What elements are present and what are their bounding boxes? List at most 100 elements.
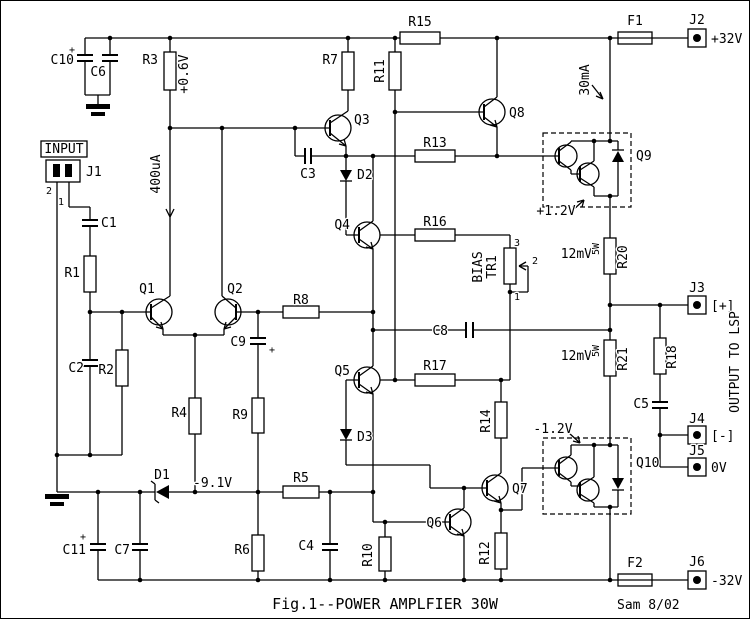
resistor-R15-body xyxy=(399,31,441,45)
trimmer-TR1-label: TR1 xyxy=(485,255,500,278)
capacitor-C1-plates xyxy=(82,219,98,227)
resistor-R5-body xyxy=(282,485,320,499)
connector-J5-label: J5 xyxy=(689,444,705,459)
darlington-Q10-label: Q10 xyxy=(636,456,659,471)
r21-voltage-annotation: 12mV xyxy=(561,349,592,364)
input-network-wires xyxy=(56,182,123,492)
transistor-Q1-body xyxy=(145,298,173,326)
resistor-R20-label: R20 xyxy=(616,245,631,268)
q10-voltage-annotation: -1.2V xyxy=(533,422,572,437)
resistor-R16-label: R16 xyxy=(423,215,446,230)
transistor-Q6-body xyxy=(444,508,472,536)
driver-wires xyxy=(449,467,559,580)
resistor-R17-body xyxy=(414,373,456,387)
capacitor-C6-label: C6 xyxy=(90,65,106,80)
transistor-Q5-label: Q5 xyxy=(334,364,350,379)
ground-symbol-topleft xyxy=(86,104,110,116)
capacitor-plates xyxy=(77,54,668,551)
q9-internal-transistor-1 xyxy=(554,144,578,168)
output-to-lsp-label: OUTPUT TO LSP xyxy=(728,311,743,413)
j1-pin2-label: 2 xyxy=(46,186,52,197)
resistor-R15-label: R15 xyxy=(408,15,431,30)
transistor-base-chords xyxy=(150,104,581,530)
capacitor-C9-label: C9 xyxy=(230,335,246,350)
transistor-Q7-body xyxy=(481,474,509,502)
capacitor-C5-plates xyxy=(652,401,668,409)
r3-current-column xyxy=(150,38,330,309)
resistor-R17-label: R17 xyxy=(423,359,446,374)
q10-internal-diode xyxy=(612,478,624,489)
vas-upper-wires xyxy=(294,38,559,366)
transistor-Q6-label: Q6 xyxy=(426,516,442,531)
fuse-F2-body xyxy=(617,573,653,587)
output-positive-label: [+] xyxy=(711,299,734,314)
trimmer-TR1-body xyxy=(503,247,517,285)
capacitor-C7-plates xyxy=(132,543,148,551)
diode-D2-symbol xyxy=(340,170,352,181)
resistor-R4-label: R4 xyxy=(171,406,187,421)
connector-J1-label: J1 xyxy=(86,165,102,180)
resistor-R8-label: R8 xyxy=(293,293,309,308)
q10-internal-transistor-2 xyxy=(576,478,600,502)
decoupling-topleft-wires xyxy=(84,38,111,104)
capacitor-C10-label: C10 xyxy=(51,53,74,68)
capacitor-C6-plates xyxy=(102,54,118,62)
resistor-R6-body xyxy=(251,534,265,572)
transistor-bodies xyxy=(145,98,600,536)
diode-D2-label: D2 xyxy=(357,168,373,183)
resistor-R2-body xyxy=(115,349,129,387)
capacitor-C3-label: C3 xyxy=(300,167,316,182)
capacitor-C5-label: C5 xyxy=(633,397,649,412)
tr1-pin3-label: 3 xyxy=(514,238,520,249)
zener-D1-cathode-bar xyxy=(150,480,160,504)
darlington-Q10-box xyxy=(542,437,632,515)
capacitor-C4-label: C4 xyxy=(298,539,314,554)
resistor-R2-label: R2 xyxy=(98,363,114,378)
diode-D3-label: D3 xyxy=(357,430,373,445)
capacitor-C11-plates xyxy=(90,543,106,551)
resistor-R3-body xyxy=(163,51,177,91)
bias-current-annotation: 30mA xyxy=(578,64,593,95)
fuse-F1-body xyxy=(617,31,653,45)
capacitor-C9-plates xyxy=(250,337,266,345)
connector-J4 xyxy=(687,425,707,445)
resistor-R9-label: R9 xyxy=(232,408,248,423)
resistor-R12-body xyxy=(494,532,508,570)
connector-J2-label: J2 xyxy=(689,13,705,28)
connector-J4-label: J4 xyxy=(689,412,705,427)
zero-volt-label: 0V xyxy=(711,461,727,476)
capacitor-C2-label: C2 xyxy=(68,361,84,376)
connector-J6-label: J6 xyxy=(689,555,705,570)
fuse-F1-label: F1 xyxy=(627,14,643,29)
bias-network-wires xyxy=(380,234,529,473)
transistor-Q5-body xyxy=(353,366,381,394)
resistor-R1-label: R1 xyxy=(64,266,80,281)
vas-lower-wires xyxy=(345,365,487,523)
c8-c9-wires xyxy=(257,312,610,492)
transistor-Q3-body xyxy=(324,114,352,142)
resistor-R8-body xyxy=(282,305,320,319)
zener-D1-label: D1 xyxy=(154,468,170,483)
resistor-R14-body xyxy=(494,401,508,439)
fuse-F2-label: F2 xyxy=(627,556,643,571)
q10-internal-transistor-1 xyxy=(554,456,578,480)
tr1-pin1-label: 1 xyxy=(514,292,520,303)
ground-symbol-left xyxy=(45,494,69,506)
figure-credit: Sam 8/02 xyxy=(617,598,680,613)
connector-J2 xyxy=(687,28,707,48)
resistor-R4-body xyxy=(188,397,202,435)
resistor-R11-label: R11 xyxy=(373,59,388,82)
q9-internal-diode xyxy=(612,151,624,162)
resistor-R13-label: R13 xyxy=(423,136,446,151)
input-label: INPUT xyxy=(44,142,83,157)
transistor-Q7-label: Q7 xyxy=(512,482,528,497)
tail-current-annotation: 400uA xyxy=(149,154,164,193)
c9-polarity: + xyxy=(269,345,275,356)
q9-internal-transistor-2 xyxy=(576,162,600,186)
resistor-R20-body xyxy=(603,237,617,275)
r20-voltage-annotation: 12mV xyxy=(561,247,592,262)
resistor-R6-label: R6 xyxy=(234,543,250,558)
capacitor-C10-plates xyxy=(77,54,93,62)
